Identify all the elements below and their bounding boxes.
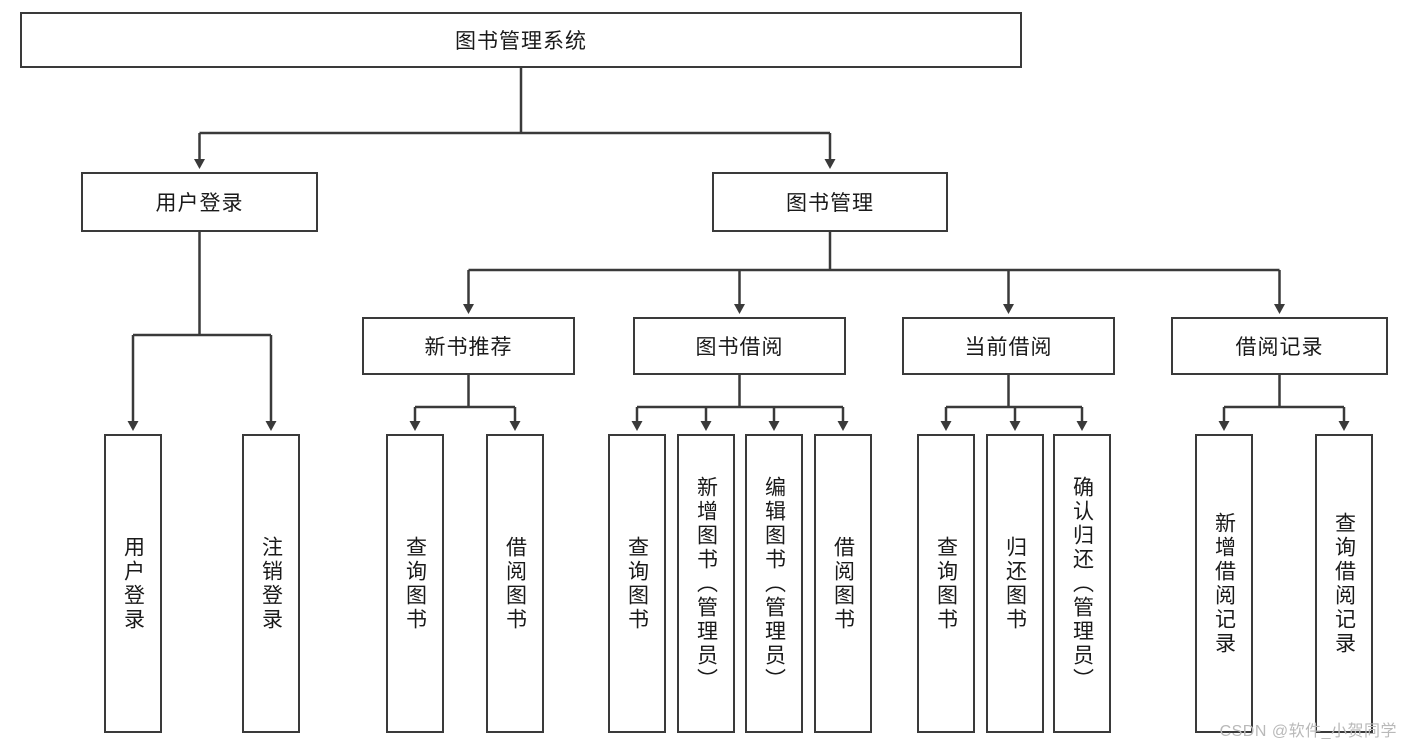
watermark: CSDN @软件_小贺同学: [1219, 723, 1397, 740]
leaf-label: 确认归还（管理员）: [1070, 475, 1094, 692]
leaf-query-books-3[interactable]: 查询图书: [917, 434, 975, 733]
leaf-query-borrow-record[interactable]: 查询借阅记录: [1315, 434, 1373, 733]
node-new-book-recommendation[interactable]: 新书推荐: [362, 317, 575, 375]
leaf-label: 归还图书: [1003, 535, 1027, 632]
leaf-label: 用户登录: [121, 535, 145, 632]
leaf-query-books-2[interactable]: 查询图书: [608, 434, 666, 733]
leaf-label: 新增借阅记录: [1212, 511, 1236, 656]
leaf-label: 编辑图书（管理员）: [762, 475, 786, 692]
leaf-label: 查询图书: [403, 535, 427, 632]
leaf-label: 借阅图书: [503, 535, 527, 632]
leaf-label: 注销登录: [259, 535, 283, 632]
node-root[interactable]: 图书管理系统: [20, 12, 1022, 68]
leaf-add-borrow-record[interactable]: 新增借阅记录: [1195, 434, 1253, 733]
node-user-login[interactable]: 用户登录: [81, 172, 318, 232]
leaf-label: 新增图书（管理员）: [694, 475, 718, 692]
leaf-label: 查询借阅记录: [1332, 511, 1356, 656]
leaf-query-books-1[interactable]: 查询图书: [386, 434, 444, 733]
node-book-borrowing[interactable]: 图书借阅: [633, 317, 846, 375]
leaf-return-books[interactable]: 归还图书: [986, 434, 1044, 733]
leaf-logout[interactable]: 注销登录: [242, 434, 300, 733]
node-book-management[interactable]: 图书管理: [712, 172, 948, 232]
leaf-confirm-return-admin[interactable]: 确认归还（管理员）: [1053, 434, 1111, 733]
node-current-borrowing[interactable]: 当前借阅: [902, 317, 1115, 375]
leaf-label: 借阅图书: [831, 535, 855, 632]
leaf-add-book-admin[interactable]: 新增图书（管理员）: [677, 434, 735, 733]
leaf-borrow-books-2[interactable]: 借阅图书: [814, 434, 872, 733]
leaf-borrow-books-1[interactable]: 借阅图书: [486, 434, 544, 733]
node-borrow-records[interactable]: 借阅记录: [1171, 317, 1388, 375]
leaf-user-login[interactable]: 用户登录: [104, 434, 162, 733]
leaf-label: 查询图书: [625, 535, 649, 632]
leaf-edit-book-admin[interactable]: 编辑图书（管理员）: [745, 434, 803, 733]
leaf-label: 查询图书: [934, 535, 958, 632]
